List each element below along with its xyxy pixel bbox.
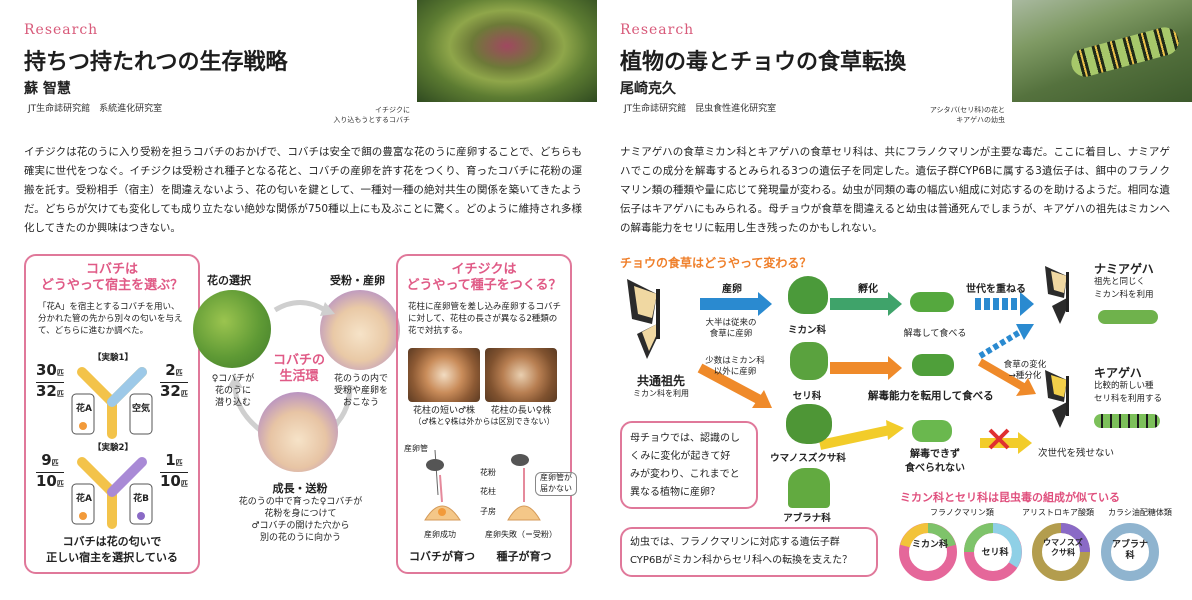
hatch-label: 孵化: [858, 284, 878, 295]
similar-heading: ミカン科とセリ科は昆虫毒の組成が似ている: [900, 491, 1120, 504]
legend-furanocoumarin: フラノクマリン類: [930, 508, 994, 517]
flower-select-label: 花の選択: [207, 274, 251, 287]
female-enter-text: ♀コバチが花のうに潜り込む: [211, 374, 255, 409]
aristolochia-plant-icon: [786, 404, 832, 444]
diet-change-label: 食草の変化→種分化: [1003, 360, 1047, 382]
kiageha-larva-icon: [1094, 414, 1160, 428]
grow-desc: 花のうの中で育った♀コバチが花粉を身につけて♂コバチの開けた穴から別の花のうに向…: [238, 497, 363, 544]
namiageha-desc: 祖先と同じくミカン科を利用: [1094, 277, 1154, 300]
fig-circle-3: [258, 392, 338, 472]
ancestor-label: 共通祖先: [636, 374, 685, 388]
life-cycle-center: コバチの生活環: [272, 353, 325, 385]
grow-label: 成長・送粉: [272, 482, 328, 495]
repurpose-label: 解毒能力を転用して食べる: [868, 390, 994, 402]
legend-aristolochic: アリストロキア酸類: [1022, 508, 1094, 517]
ovary-label: 子房: [480, 507, 496, 516]
apiaceae-plant-icon: [790, 342, 828, 380]
stigma-label: 花粉: [480, 468, 496, 477]
kiageha-name: キアゲハ: [1094, 366, 1142, 380]
oviposit-label: 産卵: [722, 284, 742, 295]
few-text: 少数はミカン科以外に産卵: [705, 356, 765, 378]
mostly-text: 大半は従来の食草に産卵: [705, 318, 757, 340]
in-flower-text: 花のうの内で受粉や産卵をおこなう: [333, 374, 388, 409]
y-tube-2: [71, 457, 153, 529]
short-style-photo: [408, 348, 480, 402]
seed-grows-label: 種子が育つ: [496, 550, 552, 563]
cannot-reach-callout: 産卵管が届かない: [535, 472, 577, 496]
ancestor-butterfly: [627, 279, 660, 359]
tube-a-label-1: 花A: [76, 404, 92, 414]
donut-charts: [899, 523, 1159, 581]
caterpillar-photo-caption: アシタバ(セリ科)の花とキアゲハの幼虫: [929, 106, 1005, 124]
fig-photo: [417, 0, 597, 102]
cannot-detox-label: 解毒できず食べられない: [905, 449, 965, 474]
seed-panel: イチジクはどうやって種子をつくる？ 花柱に産卵管を差し込み産卵するコバチに対して…: [396, 254, 572, 574]
right-body-text: ナミアゲハの食草ミカン科とキアゲハの食草セリ科は、共にフラノクマリンが主要な毒だ…: [620, 146, 1170, 234]
host-conclusion: コバチは花の匂いで正しい宿主を選択している: [46, 535, 178, 564]
larva-icon-2: [912, 354, 954, 376]
short-style-caption: 花柱の短い♂株: [412, 406, 476, 416]
generations-label: 世代を重ねる: [966, 284, 1026, 295]
fail-label: 産卵失敗（＝受粉）: [485, 530, 557, 539]
long-style-photo: [485, 348, 557, 402]
sex-note: （♂株と♀株は外からは区別できない）: [413, 417, 555, 426]
fig-photo-caption: イチジクに入り込もうとするコバチ: [333, 106, 410, 124]
pollinate-label: 受粉・産卵: [330, 274, 385, 287]
larva-icon-3: [912, 420, 952, 442]
namiageha-butterfly: [1045, 266, 1069, 324]
host-selection-panel: コバチはどうやって宿主を選ぶ？ 「花A」を宿主とするコバチを用い、分かれた管の先…: [24, 254, 200, 574]
kiageha-desc: 比較的新しい種セリ科を利用する: [1094, 381, 1163, 404]
fig-circle-1: [193, 290, 271, 368]
donut-label-aristolochia: ウマノスズクサ科: [1043, 538, 1083, 557]
left-affiliation: JT生命誌研究館 系統進化研究室: [28, 104, 163, 114]
experiment-2-label: 【実験2】: [93, 443, 133, 453]
right-research-label: Research: [620, 22, 695, 38]
y-tube-1: [71, 367, 153, 439]
brassicaceae-plant-icon: [788, 468, 830, 508]
namiageha-larva-icon: [1098, 310, 1158, 324]
donut-label-apiaceae: セリ科: [981, 548, 1009, 558]
ancestor-sub: ミカン科を利用: [633, 389, 689, 398]
ovipositor-label: 産卵管: [404, 444, 428, 453]
brassicaceae-label: アブラナ科: [783, 513, 831, 524]
long-style-caption: 花柱の長い♀株: [490, 406, 552, 416]
right-title: 植物の毒とチョウの食草転換: [620, 50, 907, 75]
donut-label-brassicaceae: アブラナ科: [1111, 540, 1148, 561]
rutaceae-label: ミカン科: [787, 325, 826, 336]
detox-eat-label: 解毒して食べる: [903, 329, 967, 339]
exp1-right-count: 2匹 32匹: [160, 361, 188, 400]
larva-icon-1: [910, 292, 954, 312]
exp1-left-count: 30匹 32匹: [36, 361, 64, 400]
donut-label-rutaceae: ミカン科: [911, 540, 948, 550]
exp2-left-count: 9匹 10匹: [36, 451, 64, 490]
style-label: 花柱: [480, 487, 496, 496]
left-research-label: Research: [24, 22, 99, 38]
main-arrows: [697, 292, 1036, 454]
left-title: 持ちつ持たれつの生存戦略: [24, 50, 288, 75]
kiageha-butterfly: [1045, 370, 1069, 428]
style-diagram: [424, 449, 541, 521]
tube-a-label-2: 花A: [76, 494, 92, 504]
wasp-grows-label: コバチが育つ: [409, 550, 475, 563]
tube-air-label: 空気: [131, 404, 150, 414]
question-callout: 母チョウでは、認識のしくみに変化が起きて好みが変わり、これまでと異なる植物に産卵…: [620, 421, 758, 509]
no-next-gen-label: 次世代を残せない: [1038, 448, 1115, 459]
legend-glucosinolate: カラシ油配糖体類: [1108, 508, 1172, 517]
experiment-1-label: 【実験1】: [93, 353, 133, 363]
tube-b-label: 花B: [133, 494, 149, 504]
left-body-text: イチジクは花のうに入り受粉を担うコバチのおかげで、コバチは安全で餌の豊富な花のう…: [24, 146, 582, 234]
namiageha-name: ナミアゲハ: [1094, 262, 1154, 276]
rutaceae-plant-icon: [788, 276, 828, 314]
aristolochia-label: ウマノスズクサ科: [770, 453, 846, 464]
right-author: 尾崎克久: [620, 81, 676, 97]
success-label: 産卵成功: [424, 530, 456, 539]
fig-circle-2: [320, 290, 400, 370]
diagram-heading: チョウの食草はどうやって変わる？: [620, 256, 812, 270]
left-author: 蘇 智慧: [24, 81, 71, 97]
exp2-right-count: 1匹 10匹: [160, 451, 188, 490]
apiaceae-label: セリ科: [792, 391, 822, 402]
right-affiliation: JT生命誌研究館 昆虫食性進化研究室: [624, 104, 777, 114]
